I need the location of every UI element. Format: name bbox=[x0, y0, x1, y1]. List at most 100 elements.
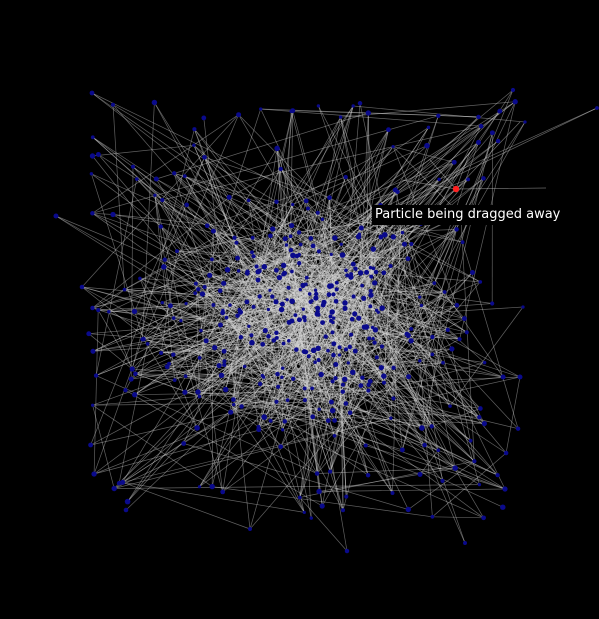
particle[interactable] bbox=[482, 360, 487, 365]
particle[interactable] bbox=[279, 301, 285, 307]
particle[interactable] bbox=[395, 189, 400, 195]
particle[interactable] bbox=[448, 404, 452, 408]
particle[interactable] bbox=[297, 495, 302, 500]
particle[interactable] bbox=[268, 233, 273, 239]
particle[interactable] bbox=[355, 233, 362, 240]
particle[interactable] bbox=[368, 292, 374, 298]
particle[interactable] bbox=[132, 392, 138, 398]
particle[interactable] bbox=[379, 305, 385, 311]
particle[interactable] bbox=[437, 177, 441, 182]
particle[interactable] bbox=[372, 340, 377, 345]
particle[interactable] bbox=[308, 236, 314, 241]
particle[interactable] bbox=[441, 360, 445, 365]
particle[interactable] bbox=[595, 106, 599, 110]
particle[interactable] bbox=[503, 450, 509, 456]
particle[interactable] bbox=[328, 469, 333, 474]
particle[interactable] bbox=[290, 108, 296, 114]
particle[interactable] bbox=[123, 507, 129, 513]
particle[interactable] bbox=[430, 514, 435, 519]
particle[interactable] bbox=[391, 365, 396, 370]
particle[interactable] bbox=[151, 99, 158, 106]
dragged-particle[interactable] bbox=[452, 185, 460, 193]
particle[interactable] bbox=[285, 298, 289, 302]
particle[interactable] bbox=[409, 241, 414, 247]
particle[interactable] bbox=[276, 384, 281, 389]
particle[interactable] bbox=[246, 198, 251, 203]
particle[interactable] bbox=[306, 354, 311, 359]
particle[interactable] bbox=[138, 276, 142, 281]
particle[interactable] bbox=[460, 240, 465, 245]
particle[interactable] bbox=[451, 159, 457, 165]
particle[interactable] bbox=[89, 153, 96, 159]
particle[interactable] bbox=[302, 398, 307, 403]
particle[interactable] bbox=[334, 287, 339, 292]
particle[interactable] bbox=[217, 288, 223, 293]
particle[interactable] bbox=[270, 294, 275, 299]
particle[interactable] bbox=[232, 402, 236, 407]
particle[interactable] bbox=[274, 199, 279, 205]
particle[interactable] bbox=[478, 406, 483, 411]
particle[interactable] bbox=[290, 252, 296, 259]
particle[interactable] bbox=[93, 373, 99, 378]
particle[interactable] bbox=[366, 388, 371, 393]
particle[interactable] bbox=[291, 202, 295, 207]
particle[interactable] bbox=[160, 301, 164, 305]
particle[interactable] bbox=[368, 265, 373, 270]
particle[interactable] bbox=[268, 288, 272, 292]
particle[interactable] bbox=[349, 316, 355, 322]
particle[interactable] bbox=[116, 480, 122, 486]
particle[interactable] bbox=[400, 230, 405, 235]
particle[interactable] bbox=[90, 211, 95, 216]
particle[interactable] bbox=[510, 87, 516, 93]
particle[interactable] bbox=[343, 174, 348, 180]
particle[interactable] bbox=[199, 328, 203, 333]
particle[interactable] bbox=[332, 433, 337, 438]
particle[interactable] bbox=[337, 345, 342, 350]
particle[interactable] bbox=[128, 376, 134, 382]
particle[interactable] bbox=[276, 274, 283, 281]
particle[interactable] bbox=[239, 404, 244, 409]
particle[interactable] bbox=[290, 269, 294, 274]
particle[interactable] bbox=[449, 346, 455, 352]
particle[interactable] bbox=[207, 272, 213, 278]
particle[interactable] bbox=[332, 316, 336, 320]
particle[interactable] bbox=[304, 275, 309, 280]
particle[interactable] bbox=[445, 327, 450, 333]
particle[interactable] bbox=[347, 344, 353, 350]
particle[interactable] bbox=[517, 374, 523, 380]
particle[interactable] bbox=[457, 337, 462, 342]
particle[interactable] bbox=[342, 305, 348, 311]
particle[interactable] bbox=[193, 281, 198, 286]
particle[interactable] bbox=[222, 362, 227, 368]
particle[interactable] bbox=[310, 347, 317, 354]
particle[interactable] bbox=[497, 108, 503, 114]
particle[interactable] bbox=[182, 174, 187, 179]
particle[interactable] bbox=[350, 261, 356, 267]
particle[interactable] bbox=[401, 241, 408, 247]
particle[interactable] bbox=[153, 193, 157, 197]
particle[interactable] bbox=[466, 177, 471, 182]
particle[interactable] bbox=[436, 113, 441, 118]
particle[interactable] bbox=[334, 280, 339, 285]
particle[interactable] bbox=[391, 396, 396, 401]
particle[interactable] bbox=[220, 489, 226, 495]
particle[interactable] bbox=[327, 195, 332, 201]
particle[interactable] bbox=[195, 389, 201, 395]
particle[interactable] bbox=[429, 424, 434, 429]
particle[interactable] bbox=[339, 252, 346, 258]
particle[interactable] bbox=[313, 295, 319, 301]
particle[interactable] bbox=[218, 322, 223, 328]
particle[interactable] bbox=[228, 409, 234, 415]
particle[interactable] bbox=[234, 240, 239, 245]
particle[interactable] bbox=[89, 172, 94, 176]
particle[interactable] bbox=[90, 403, 95, 407]
particle[interactable] bbox=[315, 305, 321, 311]
particle[interactable] bbox=[160, 197, 165, 203]
particle[interactable] bbox=[260, 341, 266, 347]
particle[interactable] bbox=[347, 410, 353, 416]
particle[interactable] bbox=[399, 447, 405, 453]
particle[interactable] bbox=[332, 418, 337, 423]
particle[interactable] bbox=[344, 548, 350, 554]
particle[interactable] bbox=[300, 282, 306, 289]
